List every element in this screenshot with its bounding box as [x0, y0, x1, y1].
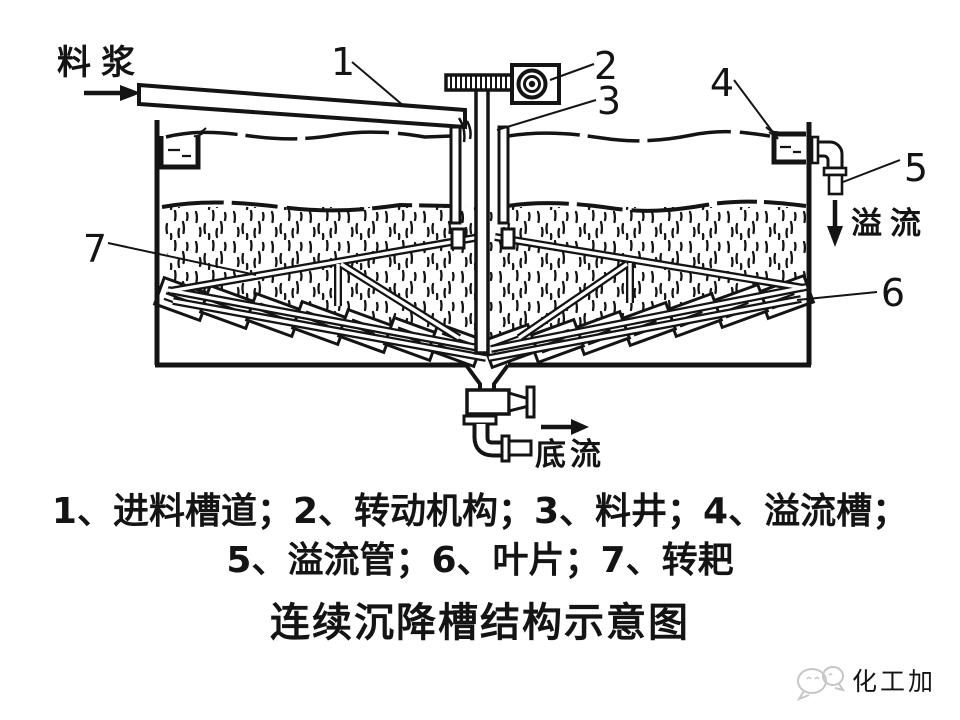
feed-trough: [137, 82, 472, 143]
drive-motor: [510, 63, 561, 105]
overflow-launder-left: [158, 127, 207, 170]
page-title: 连续沉降槽结构示意图: [270, 600, 690, 646]
overflow-arrowhead-icon: [827, 226, 843, 247]
chat-bubbles-icon: [796, 666, 846, 702]
callout-4: 4: [710, 61, 734, 105]
water-surface-line: [165, 129, 771, 143]
legend-line-2: 5、溢流管；6、叶片；7、转耙: [226, 540, 733, 581]
truss-lug-left: [450, 227, 466, 250]
callout-5: 5: [904, 146, 928, 190]
callout-leader-1: [351, 61, 406, 108]
feed-arrowhead-icon: [120, 85, 141, 101]
overflow-label: 溢流: [851, 206, 929, 242]
callout-3: 3: [597, 79, 621, 123]
rake-truss: [167, 227, 807, 362]
callout-6: 6: [881, 271, 905, 315]
drive-shaft: [474, 81, 490, 355]
overflow-pipe: [809, 135, 848, 196]
legend-line-1: 1、进料槽道；2、转动机构；3、料井；4、溢流槽；: [52, 491, 908, 532]
feed-label: 料浆: [57, 43, 145, 83]
underflow-label: 底流: [535, 437, 605, 473]
gear-rack: [444, 73, 517, 92]
underflow-annotation: 底流: [535, 419, 605, 473]
truss-lug-right: [500, 227, 516, 250]
underflow-valve: [462, 385, 536, 463]
callout-leader-7: [107, 242, 257, 276]
callout-digits: 1 2 3 4 5 6 7: [83, 40, 928, 315]
callout-leader-6: [796, 291, 878, 301]
feed-annotation: 料浆: [57, 43, 145, 101]
sludge-surface-line: [161, 199, 807, 213]
callout-leader-2: [549, 63, 595, 81]
callout-leader-4: [733, 79, 779, 140]
callout-1: 1: [331, 40, 355, 84]
callout-2: 2: [594, 44, 618, 88]
callout-7: 7: [83, 227, 107, 271]
callout-leader-5: [842, 159, 901, 183]
watermark-label: 化工加: [852, 667, 936, 696]
tank-shell: [154, 120, 812, 391]
underflow-funnel: [464, 363, 510, 391]
watermark: 化工加: [796, 666, 936, 702]
callout-leaders: [107, 61, 901, 301]
overflow-annotation: 溢流: [827, 200, 929, 247]
underflow-arrowhead-icon: [571, 419, 589, 435]
callout-leader-3: [496, 99, 597, 131]
